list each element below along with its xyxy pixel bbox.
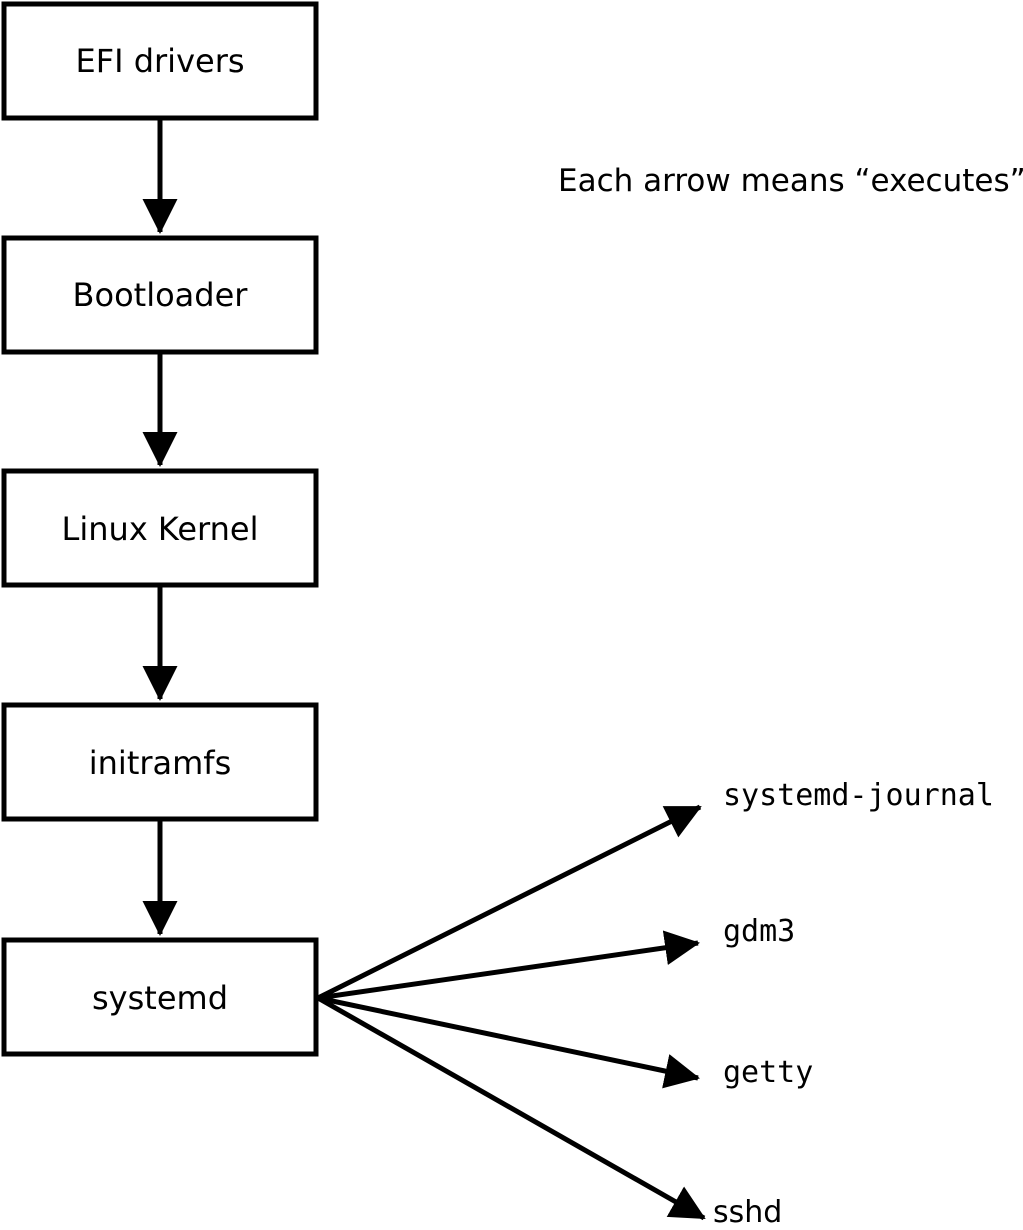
service-labels: systemd-journal gdm3 getty sshd [713, 778, 994, 1230]
arrow-systemd-to-gdm3 [317, 930, 700, 1001]
node-linux-kernel: Linux Kernel [1, 468, 319, 588]
node-initramfs-label: initramfs [89, 744, 231, 782]
node-bootloader: Bootloader [1, 235, 319, 355]
arrow-systemd-to-systemd-journal [316, 804, 702, 1001]
node-systemd-box [1, 937, 319, 1057]
node-bootloader-label: Bootloader [73, 276, 249, 314]
node-efi-drivers: EFI drivers [1, 1, 319, 121]
service-label-systemd-journal: systemd-journal [723, 778, 994, 813]
node-linux-kernel-label: Linux Kernel [62, 510, 259, 548]
service-label-getty: getty [723, 1055, 813, 1090]
node-linux-kernel-box [1, 468, 319, 588]
node-efi-drivers-box [1, 1, 319, 121]
arrow-systemd-to-sshd [316, 995, 706, 1221]
service-label-gdm3: gdm3 [723, 914, 795, 949]
node-initramfs-box [1, 702, 319, 822]
node-bootloader-box [1, 235, 319, 355]
node-systemd: systemd [1, 937, 319, 1057]
arrow-meaning-annotation: Each arrow means “executes”. [558, 163, 1023, 199]
node-systemd-label: systemd [92, 979, 228, 1017]
node-initramfs: initramfs [1, 702, 319, 822]
arrow-systemd-to-getty [317, 995, 700, 1089]
service-arrows [316, 804, 706, 1221]
node-efi-drivers-label: EFI drivers [75, 42, 244, 80]
service-label-sshd: sshd [713, 1195, 782, 1230]
